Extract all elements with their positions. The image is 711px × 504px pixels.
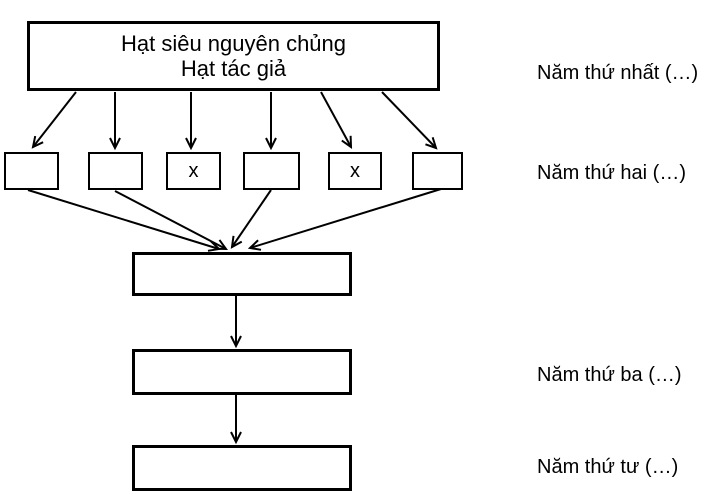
stage-box-2 — [132, 349, 352, 395]
arrow-seed4-to-stage1 — [230, 189, 272, 249]
arrow-seed1-to-stage1 — [27, 189, 222, 252]
seed-box-6 — [412, 152, 463, 190]
seed-box-2 — [88, 152, 143, 190]
arrow-top-to-seed6 — [381, 91, 438, 150]
top-box-super-elite-seed: Hạt siêu nguyên chủng Hạt tác giả — [27, 21, 440, 91]
year-label-first: Năm thứ nhất (…) — [537, 62, 699, 84]
stage-box-1 — [132, 252, 352, 296]
year-label-fourth: Năm thứ tư (…) — [537, 456, 679, 478]
top-box-line2: Hạt tác giả — [180, 56, 287, 81]
seed-box-3-discarded: x — [166, 152, 221, 190]
year-label-third: Năm thứ ba (…) — [537, 364, 682, 386]
arrow-seed6-to-stage1 — [247, 188, 442, 251]
year-label-second: Năm thứ hai (…) — [537, 162, 686, 184]
seed-box-5-label: x — [350, 160, 360, 182]
top-box-line1: Hạt siêu nguyên chủng — [120, 31, 347, 56]
arrow-top-to-seed5 — [320, 91, 353, 149]
seed-box-4 — [243, 152, 300, 190]
arrow-top-to-seed1 — [31, 91, 77, 149]
seed-box-3-label: x — [188, 160, 199, 182]
seed-box-5-discarded: x — [328, 152, 382, 190]
arrow-seed2-to-stage1 — [114, 190, 228, 251]
stage-box-3 — [132, 445, 352, 491]
seed-box-1 — [4, 152, 59, 190]
